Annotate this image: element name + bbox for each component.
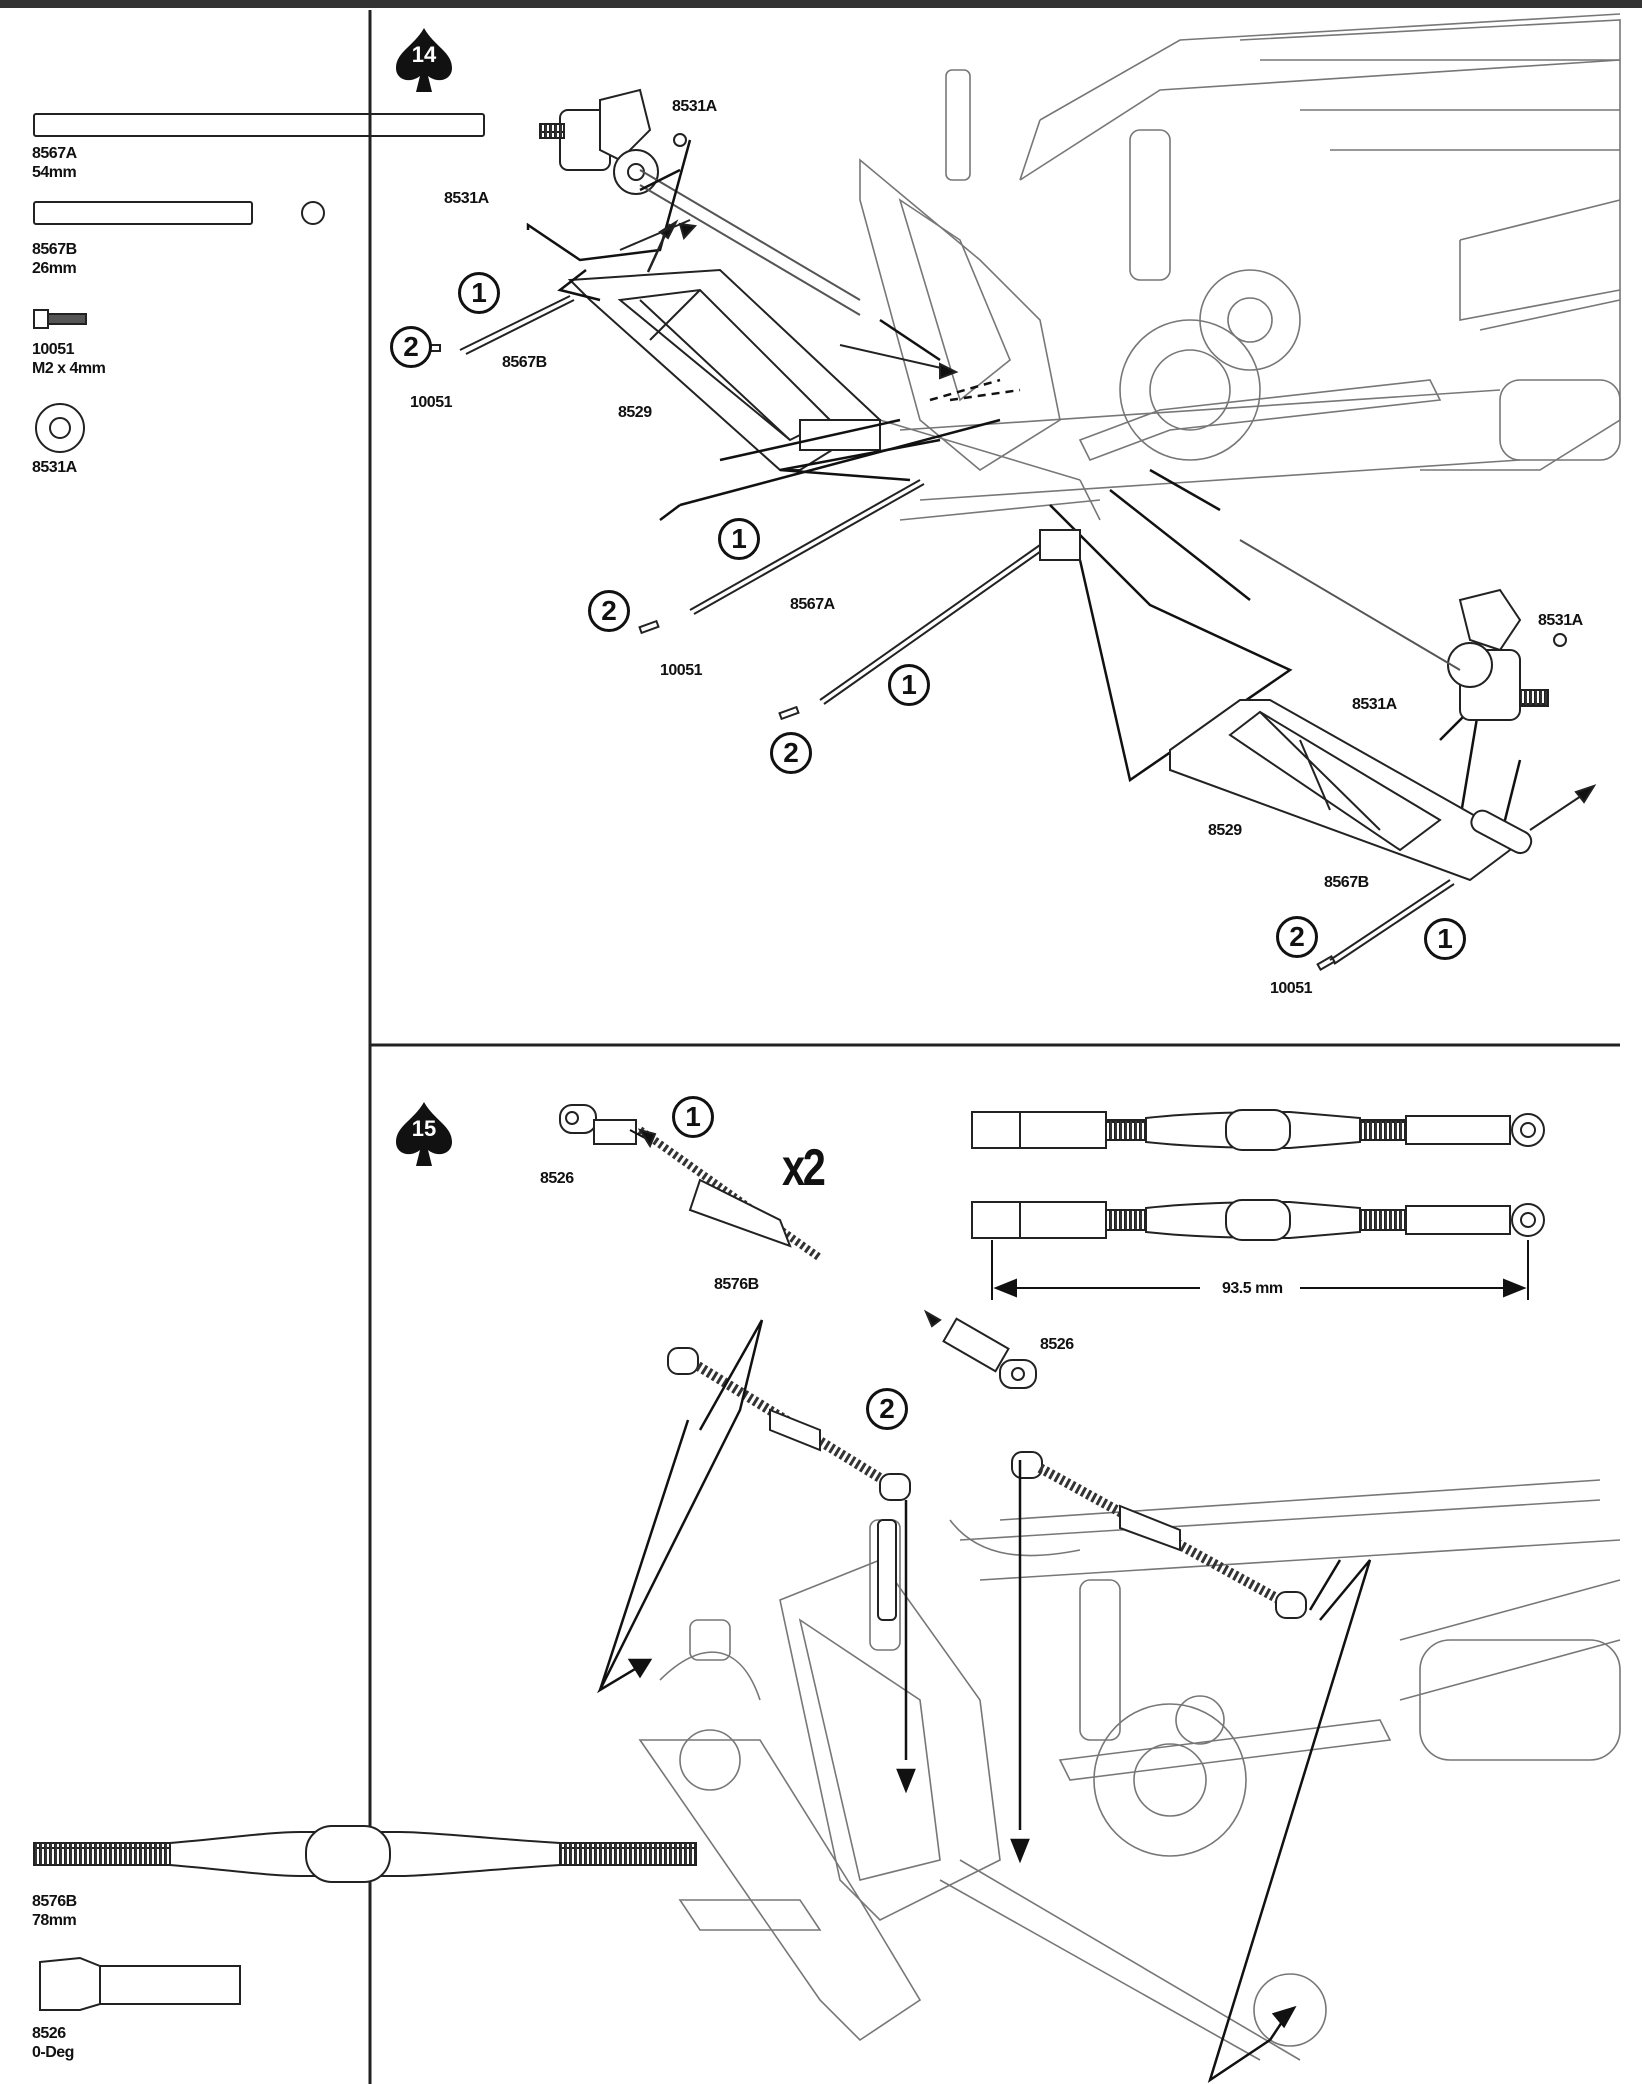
part-8567b-label: 8567B 26mm [32,240,77,278]
part-code: 10051 [32,341,75,358]
label-8526: 8526 [540,1170,574,1187]
step14-hub-left [539,88,687,195]
label-8531a: 8531A [672,98,717,115]
label-10051: 10051 [660,662,703,679]
step-15-badge: 15 [394,1100,454,1170]
callout-1: 1 [1424,918,1466,960]
part-code: 8526 [32,2025,66,2042]
dimension-line [991,1240,1529,1300]
part-8526-label: 8526 0-Deg [32,2024,74,2062]
top-border [0,0,1642,8]
step14-pin-long [638,479,1081,721]
callout-2: 2 [390,326,432,368]
step-14-number: 14 [411,42,437,67]
label-8531a: 8531A [444,190,489,207]
quantity-label: x2 [782,1139,826,1197]
callout-1: 1 [458,272,500,314]
callout-2: 2 [588,590,630,632]
callout-1: 1 [672,1096,714,1138]
part-desc: 54mm [32,164,77,181]
label-10051: 10051 [1270,980,1313,997]
part-8567a-label: 8567A 54mm [32,144,77,182]
callout-2: 2 [866,1388,908,1430]
part-8576b-label: 8576B 78mm [32,1892,77,1930]
step14-arrows [619,219,1597,831]
step14-arm-top [567,268,882,471]
step15-turnbuckle-exploded [559,1104,1037,1389]
label-8567b: 8567B [502,354,547,371]
turnbuckle-8576b-drawing [33,1825,697,1883]
step15-chassis [638,1479,1621,2061]
pin-8567b-drawing [33,201,253,225]
dimension-label: 93.5 mm [1218,1280,1287,1298]
washer-8531a-drawing [35,403,85,453]
label-8576b: 8576B [714,1276,759,1293]
part-code: 8567B [32,241,77,258]
step14-hub-right [1239,539,1567,721]
part-8531a-label: 8531A [32,458,77,477]
label-8529: 8529 [618,404,652,421]
step15-turnbuckle-right-link [1011,1451,1307,1619]
step-14-badge: 14 [394,26,454,96]
step-15-number: 15 [411,1116,437,1141]
step15-turnbuckle-left-link [667,1347,911,1621]
part-code: 8567A [32,145,77,162]
part-10051-label: 10051 M2 x 4mm [32,340,106,378]
label-8567b: 8567B [1324,874,1369,891]
rod-end-8526-drawing [39,1956,241,2011]
step14-arm-right [1169,699,1533,882]
step14-guide-lines [526,139,1522,842]
step15-turnbuckle-assembled [971,1109,1545,1241]
label-8531a: 8531A [1538,612,1583,629]
callout-1: 1 [888,664,930,706]
callout-1: 1 [718,518,760,560]
label-8567a: 8567A [790,596,835,613]
part-desc: 26mm [32,260,77,277]
label-8526: 8526 [1040,1336,1074,1353]
callout-2: 2 [770,732,812,774]
step14-chassis [859,13,1621,521]
pin-8567a-drawing [33,113,485,137]
part-desc: M2 x 4mm [32,360,106,377]
step15-guide-lines [596,1319,1372,2083]
step14-pin-upper [423,295,575,355]
part-code: 8576B [32,1893,77,1910]
pin-end-view [301,201,325,225]
label-8529: 8529 [1208,822,1242,839]
part-code: 8531A [32,459,77,476]
callout-2: 2 [1276,916,1318,958]
step14-pin-right [1316,879,1455,971]
label-8531a: 8531A [1352,696,1397,713]
label-10051: 10051 [410,394,453,411]
screw-10051-drawing [33,309,87,329]
part-desc: 0-Deg [32,2044,74,2061]
part-desc: 78mm [32,1912,77,1929]
